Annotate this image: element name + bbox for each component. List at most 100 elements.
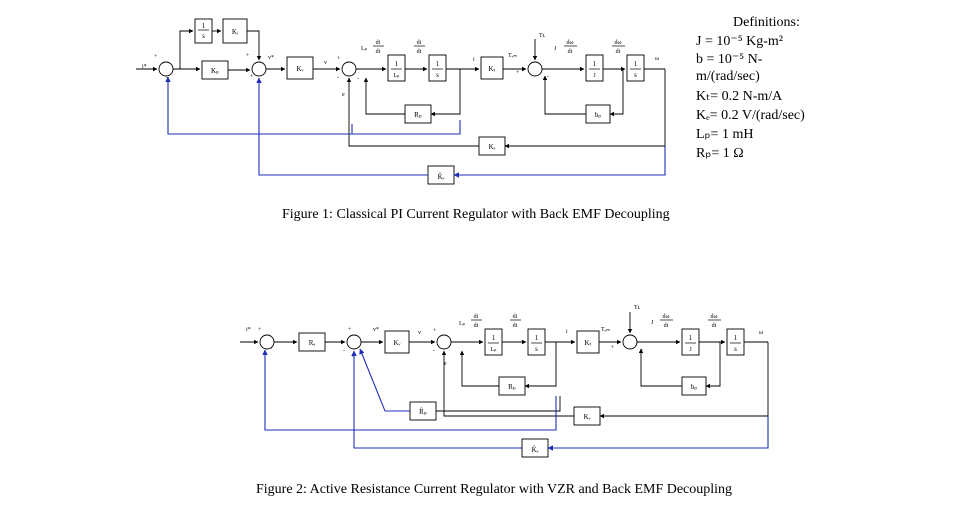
fig1-block-rp-label: Rₚ <box>414 111 422 119</box>
fig2-sum-vzr <box>346 334 362 350</box>
figure-2-block-diagram: i* v* v e Lₚ i Tₑₘ Tʟ J ω + - + - + + - … <box>240 305 769 497</box>
figure-1-block-diagram: i* v* v e Lₚ i Tₑₘ Tʟ J ω + - + + + - - … <box>136 15 805 222</box>
fig2-block-ci-num: 1 <box>535 334 539 342</box>
fig2-block-si-num: 1 <box>734 334 738 342</box>
definition-ke: Kₑ= 0.2 V/(rad/sec) <box>696 108 805 123</box>
fig2-signal-i: i <box>566 329 568 335</box>
fig1-sign-minus-5: - <box>357 76 359 82</box>
fig1-block-j-num: 1 <box>593 60 597 68</box>
fig2-block-ke-label: Kₑ <box>584 413 591 421</box>
fig1-block-kv <box>286 56 314 80</box>
fig1-block-si-num: 1 <box>634 60 638 68</box>
fig2-signal-j: J <box>651 320 654 326</box>
fig1-block-j-den: J <box>593 73 596 79</box>
fig1-annot-dt-1: dt <box>376 49 381 55</box>
fig2-block-ra-label: Rₐ <box>309 339 316 347</box>
fig1-sign-plus-4: + <box>337 56 341 62</box>
fig2-annot-dw-2: dω <box>711 314 718 320</box>
fig1-sign-plus-2: + <box>246 53 250 59</box>
figure-2-caption: Figure 2: Active Resistance Current Regu… <box>256 482 732 497</box>
fig1-block-ki <box>222 18 248 44</box>
fig1-signal-i: i <box>473 57 475 63</box>
fig1-block-kt-label: Kₜ <box>488 65 495 73</box>
fig1-annot-dw-2: dω <box>615 40 622 46</box>
definition-kt: Kₜ= 0.2 N-m/A <box>696 89 783 104</box>
fig2-sum-voltage <box>436 334 452 350</box>
fig1-sign-plus-1: + <box>154 54 158 60</box>
fig1-block-lp-den: Lₚ <box>393 73 400 79</box>
fig2-sign-plus-3: + <box>351 354 355 360</box>
fig1-block-ke-label: Kₑ <box>489 143 496 151</box>
fig2-block-rp-label: Rₚ <box>508 383 516 391</box>
fig1-annot-di-1: di <box>376 40 381 46</box>
fig2-block-kt-label: Kₜ <box>584 339 591 347</box>
fig2-annot-dw-1: dω <box>663 314 670 320</box>
fig2-annot-dt-2: dt <box>513 323 518 329</box>
fig1-annot-dt-3: dt <box>568 49 573 55</box>
fig2-sign-plus-1: + <box>258 327 262 333</box>
fig2-annot-dt-3: dt <box>664 323 669 329</box>
fig2-annot-dt-1: dt <box>474 323 479 329</box>
fig2-block-ke-hat-label: K̂ₑ <box>532 446 539 454</box>
definition-lp: Lₚ= 1 mH <box>696 127 753 142</box>
fig1-signal-i-star: i* <box>142 64 147 70</box>
definition-j: J = 10⁻⁵ Kg-m² <box>696 34 783 49</box>
fig1-block-ci-den: s <box>436 71 439 79</box>
fig2-annot-di-2: di <box>513 314 518 320</box>
fig1-blue-feedback-wires <box>165 76 666 178</box>
fig2-signal-v-star: v* <box>373 327 379 333</box>
fig2-block-bp-label: bₚ <box>691 383 698 391</box>
definition-rp: Rₚ= 1 Ω <box>696 146 744 161</box>
fig1-signal-j: J <box>554 46 557 52</box>
fig1-signal-lp-label: Lₚ <box>361 46 368 52</box>
fig2-sign-plus-4: + <box>433 328 437 334</box>
fig1-signal-tl: Tʟ <box>539 33 546 39</box>
fig1-block-ci-num: 1 <box>436 60 440 68</box>
fig1-block-si-den: s <box>634 71 637 79</box>
fig1-sign-plus-3: + <box>250 74 254 80</box>
fig2-sign-plus-2: + <box>348 327 352 333</box>
fig2-signal-i-star: i* <box>246 327 251 333</box>
fig1-sum-error <box>158 61 174 77</box>
fig2-block-ci-den: s <box>535 345 538 353</box>
fig1-sign-plus-6: + <box>516 70 520 76</box>
fig1-signal-v: v <box>324 60 327 66</box>
fig2-block-j-den: J <box>689 347 692 353</box>
fig1-annot-dw-1: dω <box>567 40 574 46</box>
fig1-block-speed-integrator <box>626 54 645 82</box>
fig2-annot-dt-4: dt <box>712 323 717 329</box>
fig1-signal-e: e <box>342 92 345 98</box>
fig1-annot-di-2: di <box>417 40 422 46</box>
fig2-signal-v: v <box>418 330 421 336</box>
fig1-block-ke-hat-label: K̂ₑ <box>438 173 445 181</box>
fig2-blue-feedback-wires <box>262 348 769 451</box>
fig2-sign-plus-6: + <box>611 345 615 351</box>
figure-1-caption: Figure 1: Classical PI Current Regulator… <box>282 207 670 222</box>
fig1-block-bp-label: bₚ <box>595 111 602 119</box>
fig1-signal-wires <box>136 28 666 149</box>
fig2-signal-wires <box>240 312 769 419</box>
fig1-sign-minus-6: - <box>547 74 549 80</box>
fig2-sign-minus-1: - <box>270 346 272 352</box>
fig1-block-integrator-den: s <box>202 32 205 40</box>
fig1-block-1-over-lp <box>387 54 406 82</box>
fig2-sum-torque <box>622 334 638 350</box>
fig1-annot-dt-2: dt <box>417 49 422 55</box>
fig1-block-kt <box>480 56 504 80</box>
fig1-block-integrator-num: 1 <box>202 22 206 30</box>
fig1-sum-pi <box>251 61 267 77</box>
definition-b: b = 10⁻⁵ N- <box>696 52 763 67</box>
fig2-block-rp-hat-label: R̂ₚ <box>419 408 427 416</box>
fig1-block-kv-label: Kᵥ <box>296 65 304 73</box>
fig2-sign-minus-4: - <box>433 348 435 354</box>
fig1-sign-minus-4: - <box>337 75 339 81</box>
fig1-sum-voltage <box>341 61 357 77</box>
fig1-block-kp-label: Kₚ <box>211 67 219 75</box>
fig2-block-si-den: s <box>734 345 737 353</box>
fig2-sign-minus-2: - <box>343 348 345 354</box>
fig1-definitions-panel: Definitions: J = 10⁻⁵ Kg-m² b = 10⁻⁵ N- … <box>696 15 805 161</box>
fig2-signal-omega: ω <box>759 330 763 336</box>
fig2-signal-tl: Tʟ <box>634 305 641 311</box>
